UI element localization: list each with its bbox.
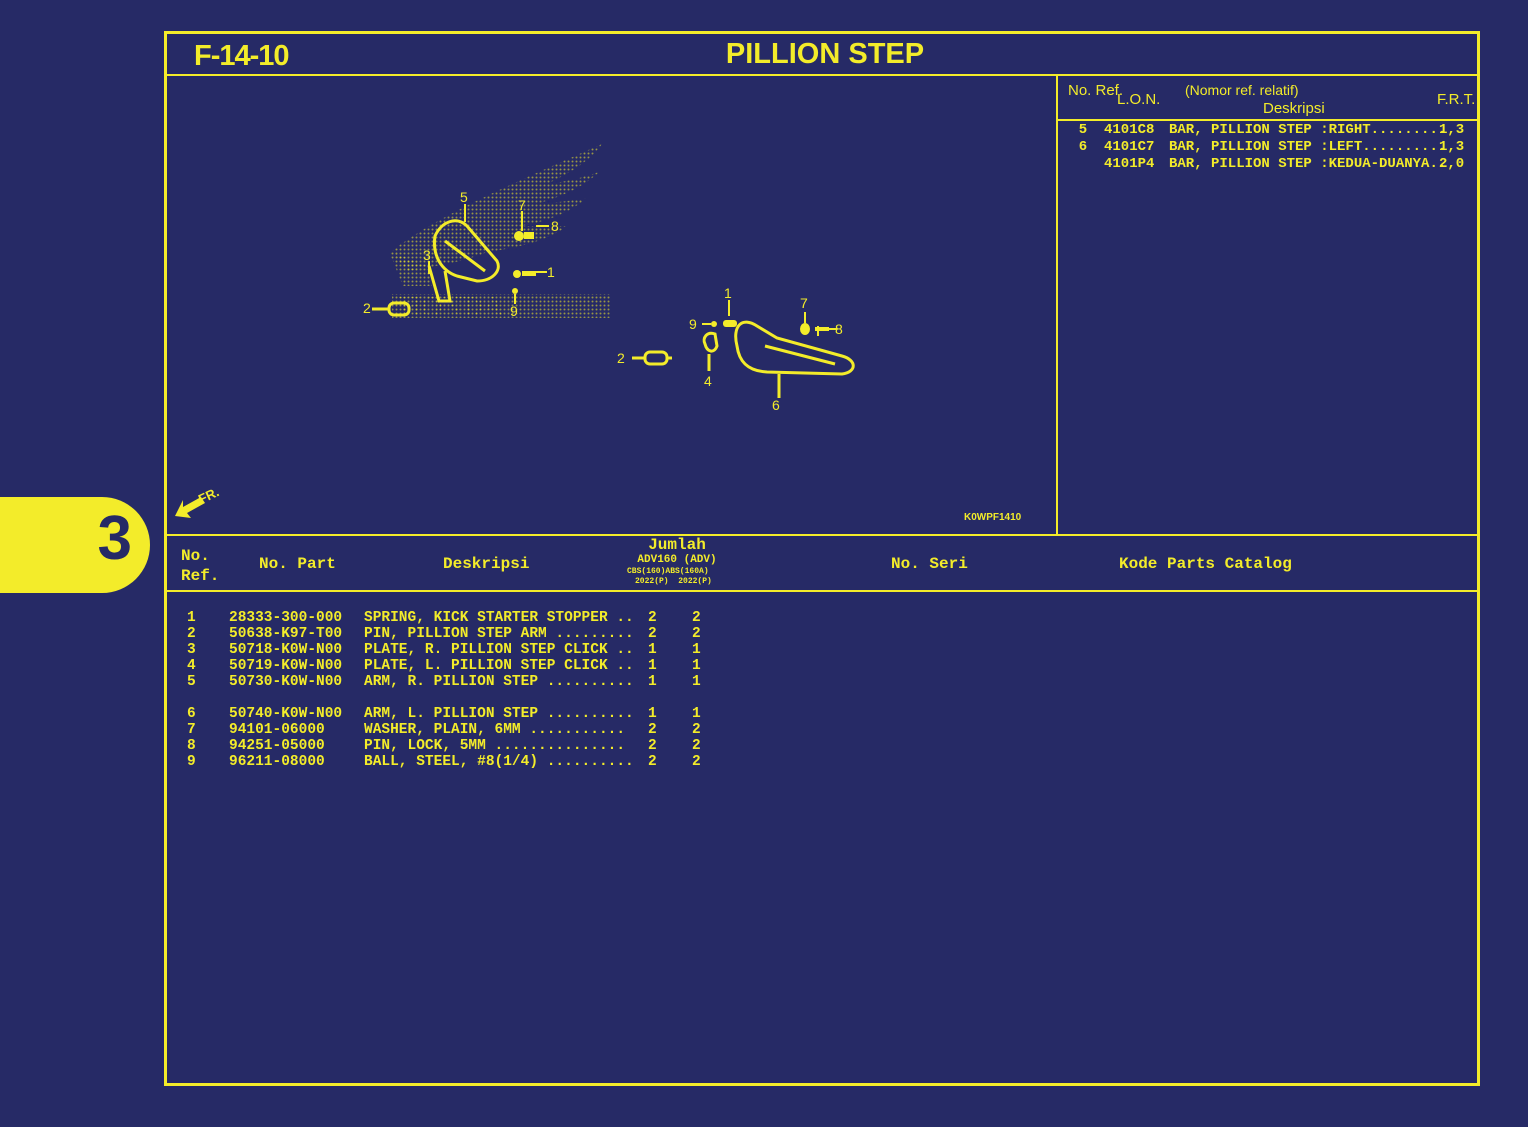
section-tab: 3 [0, 497, 150, 593]
frt-header-lon: L.O.N. [1117, 91, 1161, 108]
right-small-parts [711, 320, 829, 335]
callout-8: 8 [551, 218, 559, 234]
callout-2-right: 2 [617, 350, 625, 366]
frt-header-nomor-ref: (Nomor ref. relatif) [1185, 82, 1299, 98]
drawing-code: K0WPF1410 [964, 512, 1022, 523]
pin-left-part [372, 301, 411, 317]
callout-8-right: 8 [835, 321, 843, 337]
front-arrow-icon [175, 497, 205, 518]
diagram-divider [1056, 74, 1058, 534]
callout-6-right: 6 [772, 397, 780, 413]
honda-wing-logo [389, 144, 610, 318]
parts-header-noref: No. Ref. [181, 547, 220, 585]
diagram-svg: HONDA [175, 144, 1022, 523]
parts-header-nopart: No. Part [259, 555, 336, 573]
frt-header-divider [1058, 119, 1477, 121]
header-divider [167, 74, 1477, 76]
exploded-diagram: HONDA [167, 76, 1057, 532]
right-leader-lines [702, 300, 837, 336]
parts-header-noseri: No. Seri [891, 555, 968, 573]
logo-text: HONDA [399, 292, 504, 323]
callout-2: 2 [363, 300, 371, 316]
parts-header-jumlah: Jumlah [648, 536, 706, 554]
catalog-page-frame: F-14-10 PILLION STEP HONDA [164, 31, 1480, 1086]
left-leader-lines [428, 204, 549, 304]
parts-header-variants: CBS(160)ABS(160A) [627, 567, 709, 576]
parts-header-model: ADV160 (ADV) [637, 554, 717, 566]
arm-right-part [427, 219, 500, 303]
callout-4-right: 4 [704, 373, 712, 389]
callout-5: 5 [460, 189, 468, 205]
callout-1-right: 1 [724, 285, 732, 301]
page-title: PILLION STEP [725, 38, 925, 70]
section-number: 3 [97, 504, 132, 573]
parts-header-years: 2022(P) 2022(P) [635, 577, 712, 586]
callout-9: 9 [510, 303, 518, 319]
pin-right-part [632, 350, 672, 366]
left-callouts: 5 7 8 3 1 2 9 [363, 189, 559, 319]
callout-7: 7 [518, 197, 526, 213]
frt-header-frt: F.R.T. [1437, 91, 1476, 108]
left-small-parts [512, 231, 536, 294]
parts-header-bottom-divider [167, 590, 1477, 592]
parts-header-kode: Kode Parts Catalog [1119, 555, 1292, 573]
callout-7-right: 7 [800, 295, 808, 311]
parts-header-top-divider [167, 534, 1477, 536]
callout-1: 1 [547, 264, 555, 280]
frt-header-noref: No. Ref. [1068, 82, 1124, 99]
arm-left-part [734, 320, 855, 398]
fr-label: FR. [196, 484, 221, 506]
callout-3: 3 [423, 247, 431, 263]
figure-code: F-14-10 [194, 40, 290, 72]
callout-9-right: 9 [689, 316, 697, 332]
plate-left-part [702, 331, 719, 371]
parts-header-deskripsi: Deskripsi [443, 555, 530, 573]
right-callouts: 1 9 7 8 2 4 6 [617, 285, 843, 413]
frt-header-deskripsi: Deskripsi [1263, 100, 1325, 117]
